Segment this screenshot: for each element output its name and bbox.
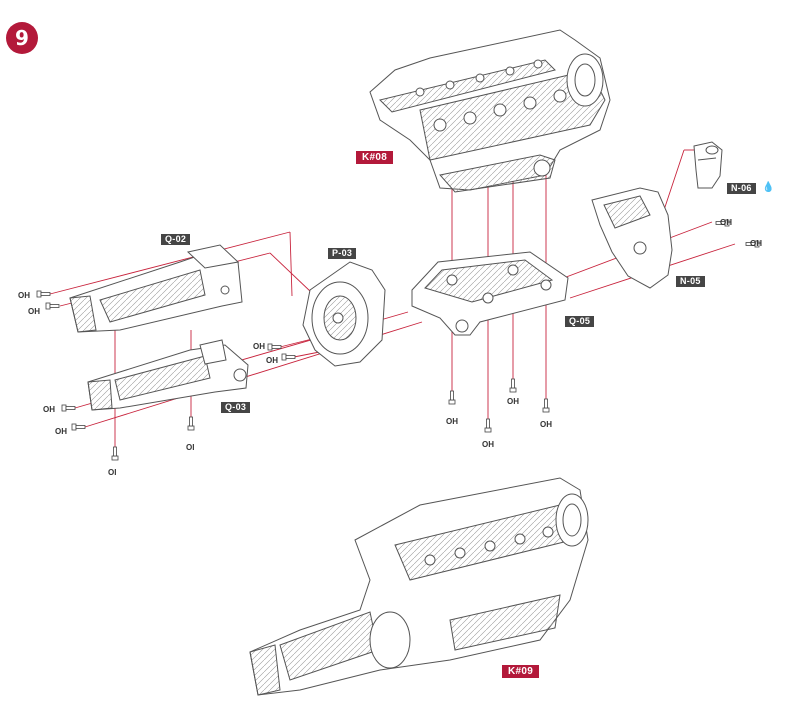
screw-code: OH (266, 356, 278, 365)
screw-code: OH (507, 397, 519, 406)
engine-bottom-drawing (249, 477, 589, 696)
n05-drawing (591, 187, 673, 289)
q02-drawing (69, 244, 243, 333)
part-label-q03: Q-03 (221, 402, 251, 413)
engine-top-drawing (369, 29, 611, 193)
screw-code: OH (253, 342, 265, 351)
p03-drawing (302, 261, 386, 367)
part-label-p03: P-03 (328, 248, 357, 259)
kit-label-bottom: K#09 (502, 665, 540, 678)
part-label-q05: Q-05 (565, 316, 595, 327)
n06-drawing (693, 141, 723, 189)
part-label-n06: N-06 (727, 183, 756, 194)
screw-code: OI (108, 468, 117, 477)
screw-code: OH (540, 420, 552, 429)
screw-code: OH (750, 239, 762, 248)
part-label-q02: Q-02 (161, 234, 191, 245)
kit-label-top: K#08 (356, 151, 394, 164)
screw-code: OH (482, 440, 494, 449)
screw-code: OH (446, 417, 458, 426)
screw-code: OH (18, 291, 30, 300)
screw-code: OH (28, 307, 40, 316)
q03-drawing (87, 339, 249, 411)
step-number-badge: 9 (6, 22, 38, 54)
part-label-n05: N-05 (676, 276, 705, 287)
screw-code: OH (55, 427, 67, 436)
screw-code: OH (43, 405, 55, 414)
screw-code: OH (720, 218, 732, 227)
q05-drawing (411, 251, 569, 336)
screw-code: OI (186, 443, 195, 452)
drop-icon: 💧 (762, 182, 775, 193)
